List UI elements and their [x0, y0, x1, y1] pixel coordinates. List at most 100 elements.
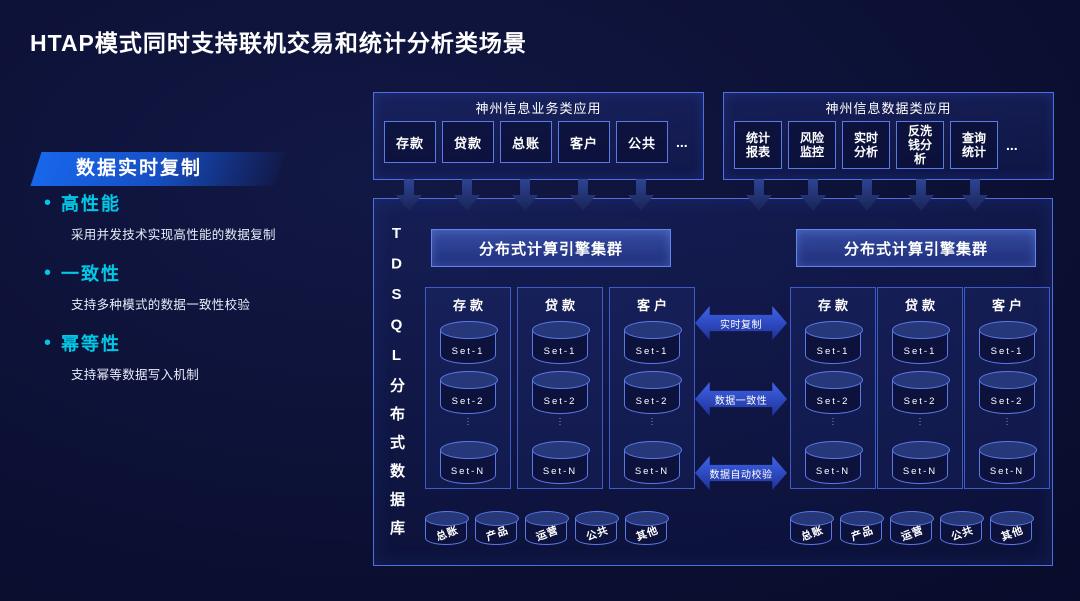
- db-group-title: 客户: [991, 298, 1026, 313]
- app-item: 查询统计: [950, 121, 998, 169]
- set-label: Set-N: [989, 465, 1025, 477]
- more-ellipsis: ...: [676, 134, 688, 150]
- more-ellipsis: ...: [1006, 137, 1018, 153]
- db-group: 客户 Set-1 Set-2 ··· Set-N: [964, 287, 1050, 489]
- database-cylinder: Set-N: [892, 441, 950, 484]
- database-cylinder: Set-N: [805, 441, 863, 484]
- app-item-label: 查询统计: [961, 130, 986, 159]
- app-item-label: 统计报表: [745, 130, 770, 159]
- link-arrow-consistency: 数据一致性: [695, 382, 787, 416]
- tdsql-main-box: TDSQL分布式数据库 分布式计算引擎集群 分布式计算引擎集群 存款 Set-1…: [373, 198, 1053, 566]
- set-label: Set-1: [990, 345, 1024, 357]
- db-group-title: 客户: [636, 298, 671, 313]
- bullet-icon: •: [44, 192, 52, 214]
- link-arrow-replication: 实时复制: [695, 306, 787, 340]
- db-label: 运营: [899, 524, 925, 544]
- app-item-label: 反洗钱分析: [907, 123, 932, 167]
- database-cylinder: Set-N: [440, 441, 498, 484]
- engine-cluster-label-left: 分布式计算引擎集群: [431, 229, 671, 267]
- feature-description: 支持幂等数据写入机制: [71, 368, 200, 382]
- ellipsis-dots: ···: [463, 417, 474, 426]
- ellipsis-dots: ···: [555, 417, 566, 426]
- db-group-title: 贷款: [904, 298, 939, 313]
- feature-item: • 一致性 支持多种模式的数据一致性校验: [44, 260, 364, 313]
- database-cylinder: Set-1: [440, 321, 498, 364]
- database-cylinder: Set-1: [532, 321, 590, 364]
- ellipsis-dots: ···: [1002, 417, 1013, 426]
- db-label: 运营: [534, 524, 560, 544]
- db-group: 贷款 Set-1 Set-2 ··· Set-N: [877, 287, 963, 489]
- feature-list: • 高性能 采用并发技术实现高性能的数据复制 • 一致性 支持多种模式的数据一致…: [44, 190, 364, 400]
- app-item: 统计报表: [734, 121, 782, 169]
- db-group: 贷款 Set-1 Set-2 ··· Set-N: [517, 287, 603, 489]
- tdsql-side-label: TDSQL分布式数据库: [388, 225, 405, 549]
- engine-cluster-label-right: 分布式计算引擎集群: [796, 229, 1036, 267]
- set-label: Set-N: [542, 465, 578, 477]
- database-cylinder-small: 其他: [990, 511, 1034, 545]
- set-label: Set-N: [815, 465, 851, 477]
- bullet-icon: •: [44, 262, 52, 284]
- database-cylinder-small: 运营: [525, 511, 569, 545]
- db-label: 公共: [949, 524, 975, 544]
- shared-db-row: 总账 产品 运营 公共 其他: [425, 511, 669, 545]
- db-group: 客户 Set-1 Set-2 ··· Set-N: [609, 287, 695, 489]
- db-label: 产品: [484, 524, 510, 544]
- feature-head: • 幂等性: [44, 330, 364, 356]
- set-label: Set-2: [903, 395, 937, 407]
- app-item-label: 风险监控: [799, 130, 824, 159]
- ellipsis-dots: ···: [828, 417, 839, 426]
- feature-description: 采用并发技术实现高性能的数据复制: [71, 228, 276, 242]
- page-title: HTAP模式同时支持联机交易和统计分析类场景: [30, 30, 527, 56]
- feature-label: 一致性: [61, 264, 122, 284]
- database-cylinder-small: 产品: [840, 511, 884, 545]
- business-apps-title: 神州信息业务类应用: [475, 101, 602, 116]
- set-label: Set-2: [990, 395, 1024, 407]
- app-item: 存款: [384, 121, 436, 163]
- set-label: Set-1: [816, 345, 850, 357]
- business-apps-box: 神州信息业务类应用 存款 贷款 总账 客户 公共 ...: [373, 92, 704, 180]
- business-apps-items: 存款 贷款 总账 客户 公共 ...: [374, 121, 703, 163]
- database-cylinder-small: 总账: [790, 511, 834, 545]
- db-label: 其他: [999, 524, 1025, 544]
- app-item: 总账: [500, 121, 552, 163]
- database-cylinder: Set-2: [805, 371, 863, 414]
- database-cylinder: Set-2: [624, 371, 682, 414]
- app-item: 公共: [616, 121, 668, 163]
- data-apps-box: 神州信息数据类应用 统计报表 风险监控 实时分析 反洗钱分析 查询统计 ...: [723, 92, 1054, 180]
- bullet-icon: •: [44, 332, 52, 354]
- database-cylinder-small: 公共: [940, 511, 984, 545]
- app-item-label: 实时分析: [853, 130, 878, 159]
- ellipsis-dots: ···: [915, 417, 926, 426]
- db-group-title: 贷款: [544, 298, 579, 313]
- set-label: Set-1: [451, 345, 485, 357]
- app-item: 反洗钱分析: [896, 121, 944, 169]
- db-group: 存款 Set-1 Set-2 ··· Set-N: [790, 287, 876, 489]
- app-item: 风险监控: [788, 121, 836, 169]
- feature-head: • 高性能: [44, 190, 364, 216]
- database-cylinder-small: 公共: [575, 511, 619, 545]
- data-apps-title: 神州信息数据类应用: [825, 101, 952, 116]
- feature-head: • 一致性: [44, 260, 364, 286]
- feature-item: • 幂等性 支持幂等数据写入机制: [44, 330, 364, 383]
- ellipsis-dots: ···: [647, 417, 658, 426]
- app-item: 客户: [558, 121, 610, 163]
- set-label: Set-2: [816, 395, 850, 407]
- db-label: 公共: [584, 524, 610, 544]
- database-cylinder: Set-N: [624, 441, 682, 484]
- db-label: 总账: [799, 524, 825, 544]
- database-cylinder: Set-N: [979, 441, 1037, 484]
- db-label: 产品: [849, 524, 875, 544]
- set-label: Set-N: [902, 465, 938, 477]
- database-cylinder: Set-2: [892, 371, 950, 414]
- data-apps-items: 统计报表 风险监控 实时分析 反洗钱分析 查询统计 ...: [724, 121, 1053, 169]
- db-group: 存款 Set-1 Set-2 ··· Set-N: [425, 287, 511, 489]
- database-cylinder: Set-1: [892, 321, 950, 364]
- database-cylinder-small: 其他: [625, 511, 669, 545]
- database-cylinder: Set-2: [979, 371, 1037, 414]
- database-cylinder-small: 总账: [425, 511, 469, 545]
- banner-label: 数据实时复制: [76, 158, 203, 179]
- database-cylinder: Set-1: [979, 321, 1037, 364]
- app-item: 贷款: [442, 121, 494, 163]
- database-cylinder: Set-2: [532, 371, 590, 414]
